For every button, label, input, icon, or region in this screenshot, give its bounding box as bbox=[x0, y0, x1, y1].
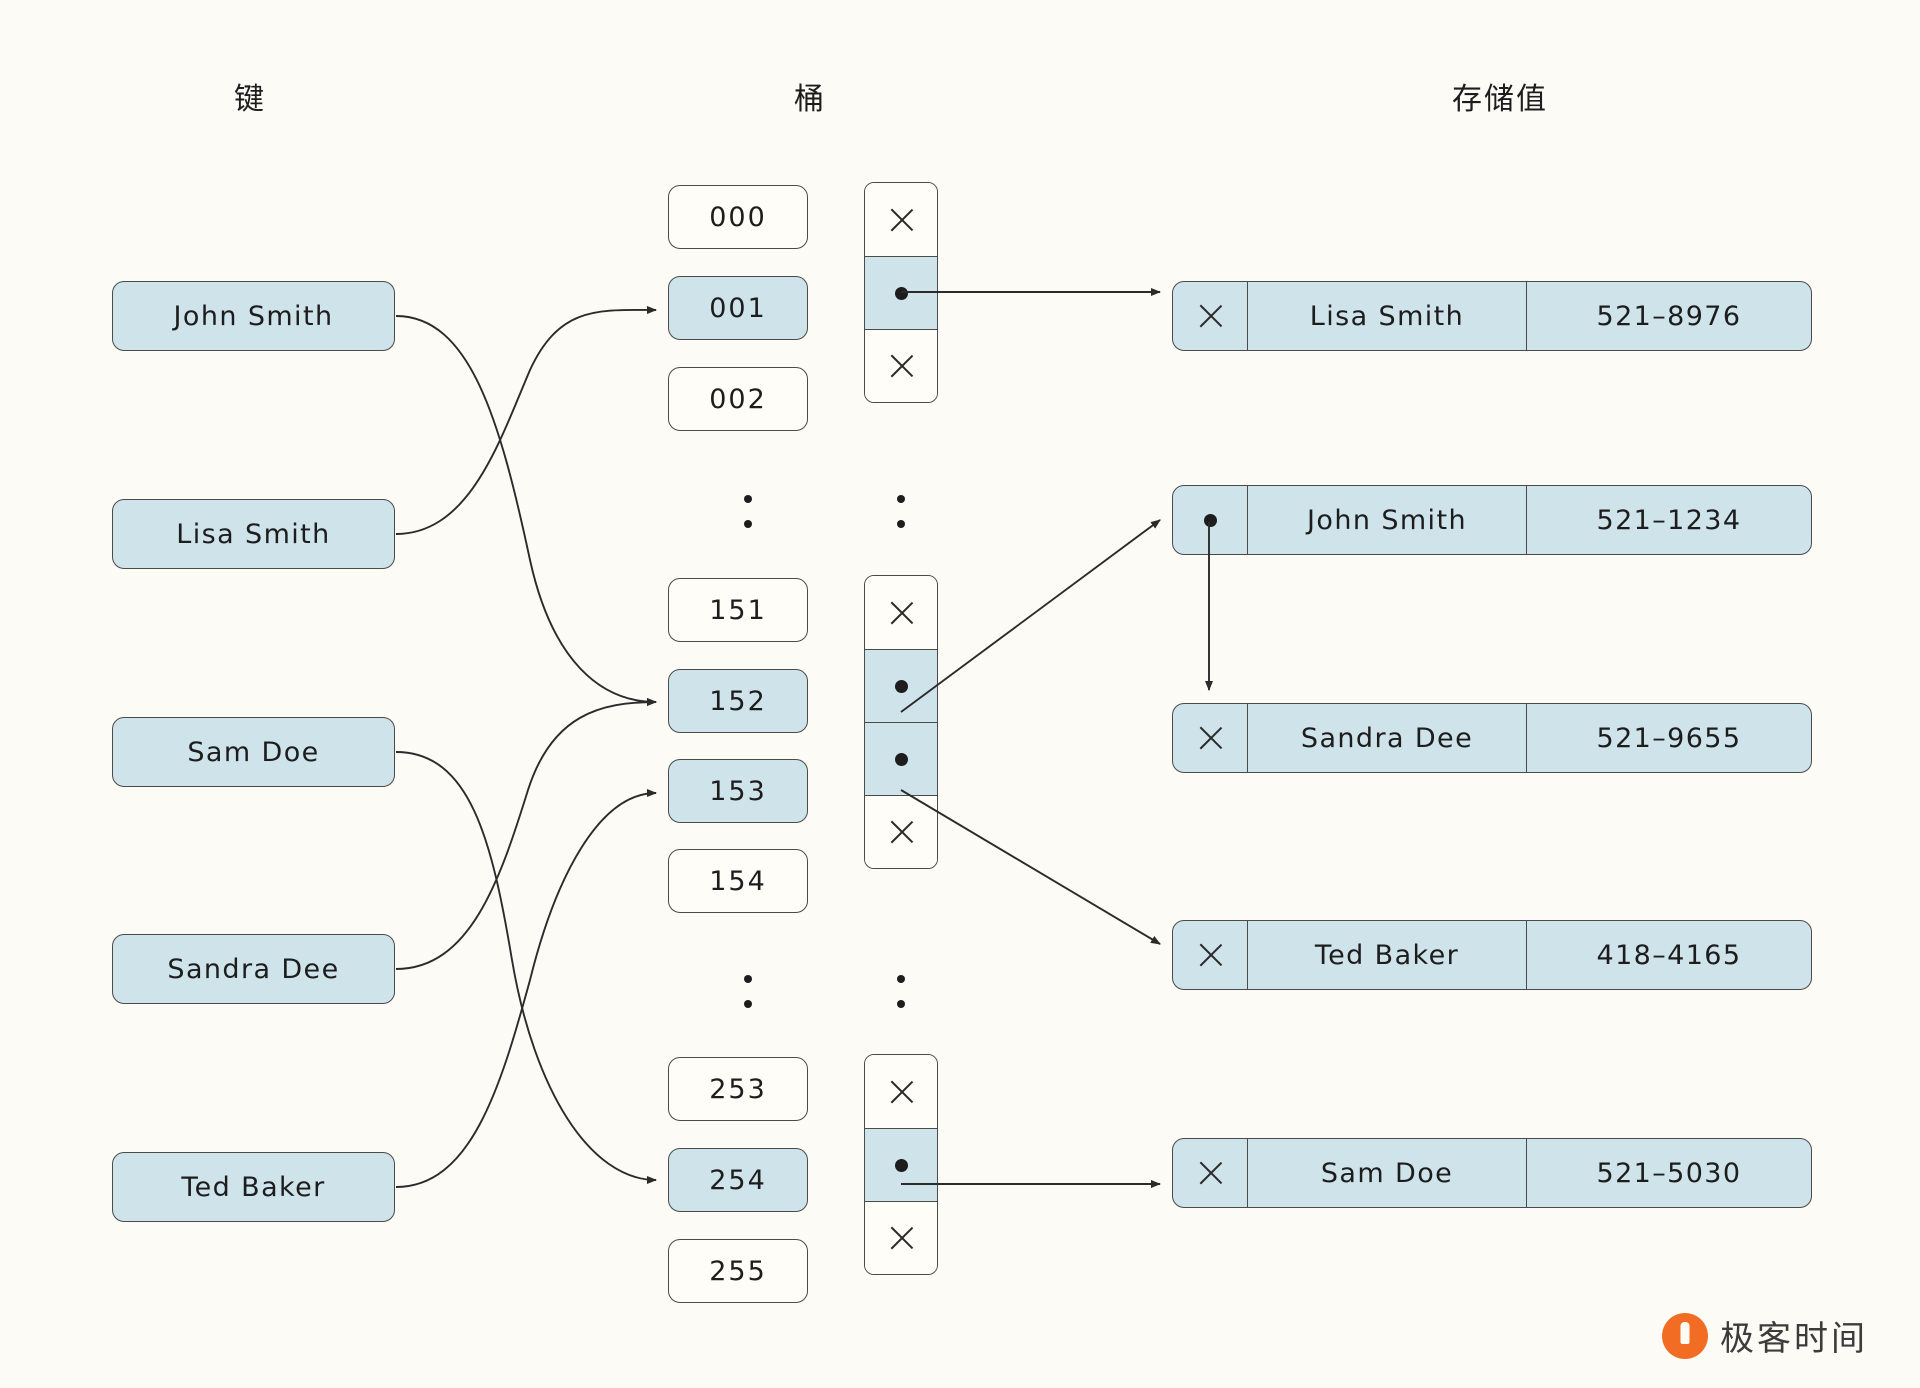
record-phone: 521–9655 bbox=[1596, 722, 1742, 754]
record-phone: 418–4165 bbox=[1596, 939, 1742, 971]
slot-stack-middle bbox=[864, 575, 938, 869]
record-name: Lisa Smith bbox=[1248, 282, 1527, 350]
wire-slot152-to-john-smith bbox=[900, 519, 1161, 713]
pointer-dot-icon bbox=[1203, 513, 1217, 527]
record-name: John Smith bbox=[1248, 486, 1527, 554]
record-next-pointer bbox=[1173, 704, 1248, 772]
record-sam-doe[interactable]: Sam Doe 521–5030 bbox=[1172, 1138, 1812, 1208]
key-label: Lisa Smith bbox=[176, 518, 331, 550]
slot-stack-top bbox=[864, 182, 938, 403]
bucket-index-255[interactable]: 255 bbox=[668, 1239, 808, 1303]
record-next-pointer bbox=[1173, 921, 1248, 989]
brand-logo: 极客时间 bbox=[1662, 1311, 1868, 1360]
bucket-index-153[interactable]: 153 bbox=[668, 759, 808, 823]
slot-152[interactable] bbox=[865, 649, 937, 722]
column-header-values: 存储值 bbox=[1452, 82, 1548, 117]
slot-153[interactable] bbox=[865, 722, 937, 795]
slot-154[interactable] bbox=[865, 795, 937, 868]
null-x-icon bbox=[886, 1077, 916, 1107]
bucket-index-label: 153 bbox=[709, 775, 767, 807]
null-x-icon bbox=[1195, 940, 1225, 970]
record-next-pointer bbox=[1173, 486, 1248, 554]
bucket-index-label: 255 bbox=[709, 1255, 767, 1287]
slot-001[interactable] bbox=[865, 256, 937, 329]
record-phone: 521–1234 bbox=[1596, 504, 1742, 536]
slot-002[interactable] bbox=[865, 329, 937, 402]
null-x-icon bbox=[1195, 723, 1225, 753]
column-header-buckets: 桶 bbox=[794, 82, 826, 117]
bucket-index-label: 002 bbox=[709, 383, 767, 415]
bucket-index-label: 253 bbox=[709, 1073, 767, 1105]
key-label: Sam Doe bbox=[187, 736, 320, 768]
slot-254[interactable] bbox=[865, 1128, 937, 1201]
slot-stack-bottom bbox=[864, 1054, 938, 1275]
key-label: Ted Baker bbox=[181, 1171, 326, 1203]
record-name: Sam Doe bbox=[1248, 1139, 1527, 1207]
record-phone: 521–8976 bbox=[1596, 300, 1742, 332]
null-x-icon bbox=[886, 351, 916, 381]
wire-sandra-dee-to-152 bbox=[395, 698, 657, 970]
slot-ellipsis-lower bbox=[897, 975, 905, 1008]
wire-john-smith-to-152 bbox=[395, 315, 657, 706]
geektime-logo-icon bbox=[1662, 1312, 1708, 1359]
null-x-icon bbox=[886, 817, 916, 847]
bucket-index-label: 151 bbox=[709, 594, 767, 626]
slot-ellipsis-upper bbox=[897, 495, 905, 528]
bucket-index-label: 152 bbox=[709, 685, 767, 717]
null-x-icon bbox=[1195, 1158, 1225, 1188]
slot-000[interactable] bbox=[865, 183, 937, 256]
record-next-pointer bbox=[1173, 282, 1248, 350]
bucket-index-label: 000 bbox=[709, 201, 767, 233]
bucket-index-254[interactable]: 254 bbox=[668, 1148, 808, 1212]
record-name: Ted Baker bbox=[1248, 921, 1527, 989]
bucket-index-002[interactable]: 002 bbox=[668, 367, 808, 431]
wire-sam-doe-to-254 bbox=[395, 751, 657, 1184]
record-sandra-dee[interactable]: Sandra Dee 521–9655 bbox=[1172, 703, 1812, 773]
null-x-icon bbox=[886, 1223, 916, 1253]
key-box-ted-baker[interactable]: Ted Baker bbox=[112, 1152, 395, 1222]
bucket-index-151[interactable]: 151 bbox=[668, 578, 808, 642]
bucket-index-label: 254 bbox=[709, 1164, 767, 1196]
record-next-pointer bbox=[1173, 1139, 1248, 1207]
wire-slot153-to-ted-baker bbox=[900, 789, 1161, 945]
pointer-dot-icon bbox=[894, 679, 908, 693]
key-label: John Smith bbox=[173, 300, 334, 332]
bucket-index-001[interactable]: 001 bbox=[668, 276, 808, 340]
record-phone: 521–5030 bbox=[1596, 1157, 1742, 1189]
null-x-icon bbox=[886, 598, 916, 628]
key-box-lisa-smith[interactable]: Lisa Smith bbox=[112, 499, 395, 569]
pointer-dot-icon bbox=[894, 286, 908, 300]
record-ted-baker[interactable]: Ted Baker 418–4165 bbox=[1172, 920, 1812, 990]
bucket-index-label: 001 bbox=[709, 292, 767, 324]
key-box-sam-doe[interactable]: Sam Doe bbox=[112, 717, 395, 787]
slot-255[interactable] bbox=[865, 1201, 937, 1274]
bucket-index-000[interactable]: 000 bbox=[668, 185, 808, 249]
wire-ted-baker-to-153 bbox=[395, 789, 657, 1188]
null-x-icon bbox=[886, 205, 916, 235]
record-john-smith[interactable]: John Smith 521–1234 bbox=[1172, 485, 1812, 555]
record-lisa-smith[interactable]: Lisa Smith 521–8976 bbox=[1172, 281, 1812, 351]
record-name: Sandra Dee bbox=[1248, 704, 1527, 772]
bucket-index-152[interactable]: 152 bbox=[668, 669, 808, 733]
bucket-index-label: 154 bbox=[709, 865, 767, 897]
slot-151[interactable] bbox=[865, 576, 937, 649]
key-label: Sandra Dee bbox=[167, 953, 340, 985]
bucket-ellipsis-lower bbox=[744, 975, 752, 1008]
bucket-ellipsis-upper bbox=[744, 495, 752, 528]
wire-lisa-smith-to-001 bbox=[395, 305, 657, 535]
column-header-keys: 键 bbox=[234, 82, 266, 117]
bucket-index-253[interactable]: 253 bbox=[668, 1057, 808, 1121]
slot-253[interactable] bbox=[865, 1055, 937, 1128]
pointer-dot-icon bbox=[894, 1158, 908, 1172]
null-x-icon bbox=[1195, 301, 1225, 331]
key-box-john-smith[interactable]: John Smith bbox=[112, 281, 395, 351]
bucket-index-154[interactable]: 154 bbox=[668, 849, 808, 913]
brand-name: 极客时间 bbox=[1720, 1319, 1868, 1359]
pointer-dot-icon bbox=[894, 752, 908, 766]
key-box-sandra-dee[interactable]: Sandra Dee bbox=[112, 934, 395, 1004]
